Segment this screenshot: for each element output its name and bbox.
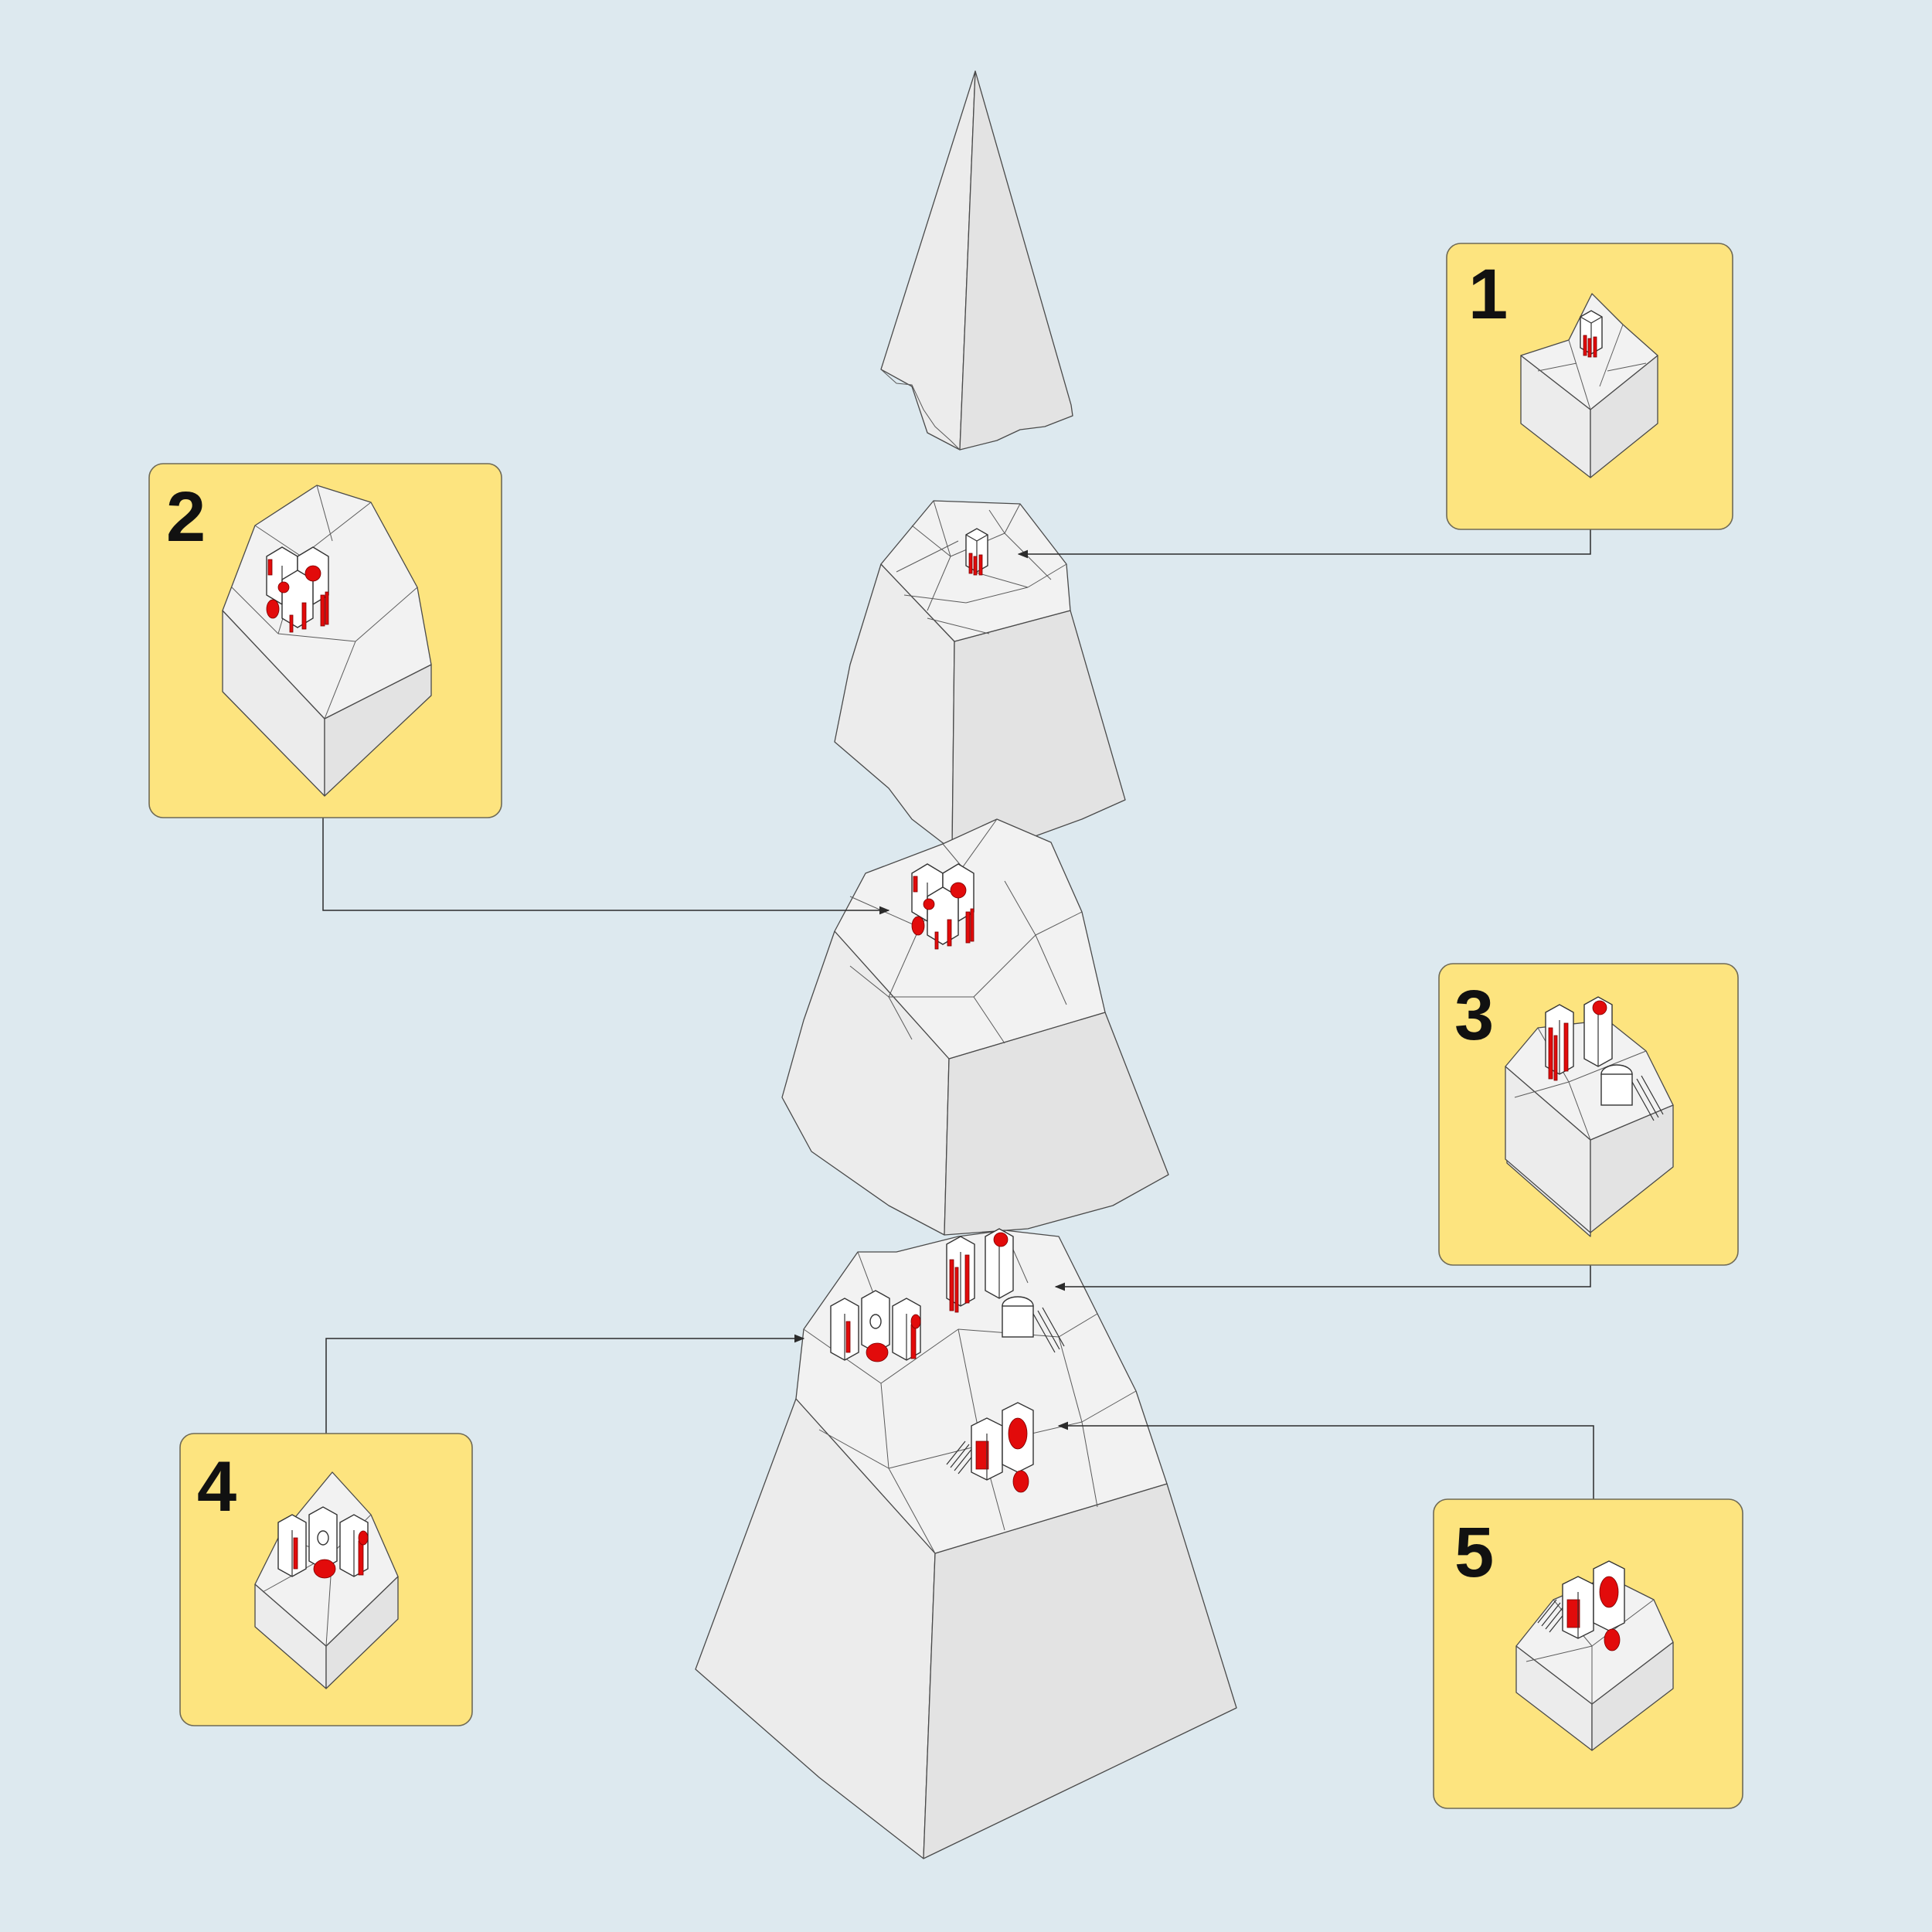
callout-3-number: 3 [1454, 976, 1494, 1055]
callout-1: 1 [1446, 243, 1733, 530]
callout-2: 2 [148, 463, 502, 818]
leader-lines [322, 529, 1594, 1499]
leader-line-4 [325, 1334, 805, 1434]
callout-5: 5 [1433, 1498, 1743, 1809]
callout-3-terrain-block [1505, 996, 1674, 1237]
mountain-layer-2 [781, 818, 1169, 1236]
callout-3: 3 [1438, 963, 1739, 1266]
leader-line-2 [322, 818, 890, 915]
leader-line-5 [1057, 1421, 1594, 1499]
callout-4: 4 [179, 1433, 473, 1726]
mountain-stack [695, 70, 1237, 1859]
callout-4-number: 4 [197, 1447, 236, 1526]
callout-4-terrain-block [254, 1471, 399, 1689]
mountain-layer-1 [834, 500, 1126, 851]
leader-line-3 [1054, 1265, 1591, 1291]
mountain-layer-3 [695, 1228, 1237, 1859]
callout-2-terrain-block [222, 485, 432, 797]
leader-line-1 [1017, 529, 1591, 559]
callout-5-terrain-block [1515, 1560, 1674, 1751]
callout-1-number: 1 [1468, 255, 1508, 334]
callout-1-terrain-block [1520, 293, 1658, 478]
callout-5-number: 5 [1454, 1513, 1494, 1592]
mountain-peak [880, 70, 1073, 451]
callout-2-number: 2 [166, 478, 206, 556]
